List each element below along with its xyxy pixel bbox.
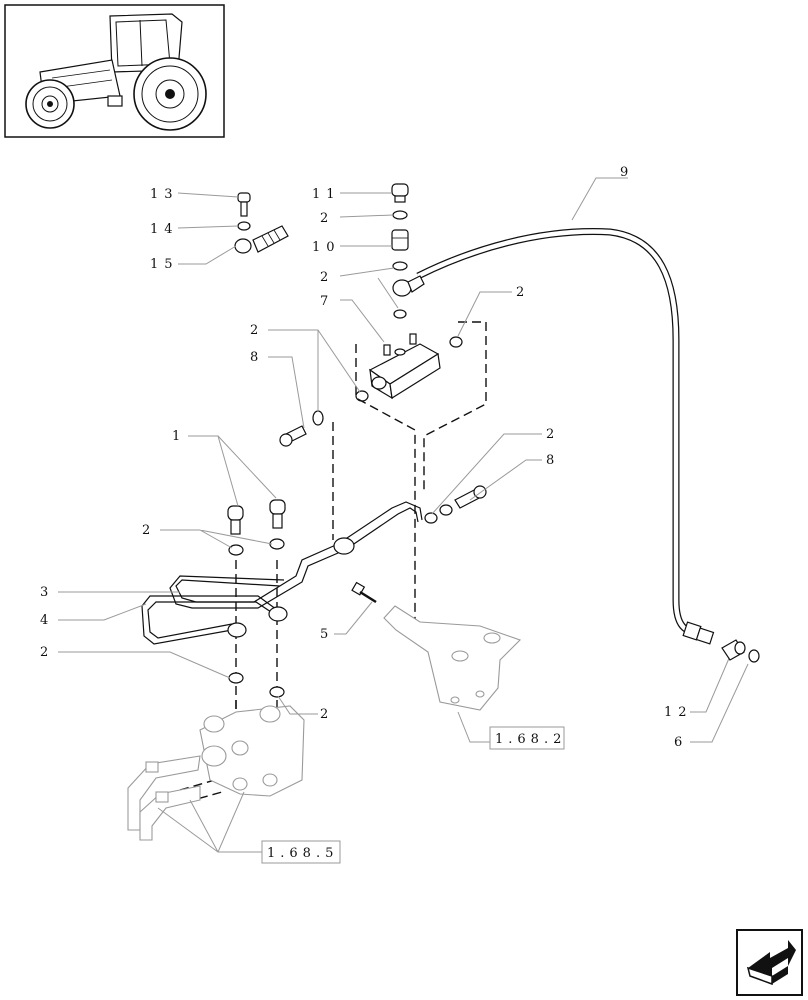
callout-8: 8 bbox=[250, 350, 264, 365]
reference-box-1682[interactable]: 1.68.2 bbox=[489, 726, 566, 750]
washer-2-p2 bbox=[269, 538, 285, 550]
callout-2: 2 bbox=[142, 523, 156, 538]
callout-10: 10 bbox=[312, 240, 341, 255]
callout-3: 3 bbox=[40, 585, 54, 600]
adapter-10 bbox=[391, 229, 409, 251]
callout-2: 2 bbox=[320, 707, 334, 722]
washer-2-p4 bbox=[269, 686, 285, 698]
callout-9: 9 bbox=[620, 165, 634, 180]
callout-2: 2 bbox=[546, 427, 560, 442]
callout-7: 7 bbox=[320, 294, 334, 309]
washer-2-p3 bbox=[228, 672, 244, 684]
washer-2-r1 bbox=[439, 504, 453, 516]
callout-2: 2 bbox=[250, 323, 264, 338]
leader-lines bbox=[58, 177, 749, 853]
hose-9 bbox=[416, 228, 715, 645]
nipple-12 bbox=[721, 639, 746, 661]
callout-6: 6 bbox=[674, 735, 688, 750]
union-15 bbox=[234, 225, 289, 254]
callout-12: 12 bbox=[664, 705, 693, 720]
callout-13: 13 bbox=[150, 187, 179, 202]
callout-15: 15 bbox=[150, 257, 179, 272]
bolt-1-right bbox=[269, 499, 286, 529]
callout-1: 1 bbox=[172, 429, 186, 444]
control-valve-ghost bbox=[127, 705, 305, 841]
washer-2-low bbox=[393, 309, 407, 319]
washer-2-p1 bbox=[228, 544, 244, 556]
reference-box-1685[interactable]: 1.68.5 bbox=[261, 840, 341, 864]
callout-2: 2 bbox=[320, 270, 334, 285]
bolt-8-left bbox=[279, 425, 307, 447]
callout-8: 8 bbox=[546, 453, 560, 468]
alignment-line bbox=[423, 321, 487, 490]
bolt-8-right bbox=[454, 485, 487, 509]
bolt-5 bbox=[351, 581, 377, 604]
bolt-1-left bbox=[227, 505, 244, 535]
tractor-thumbnail-icon bbox=[4, 4, 225, 138]
callout-2: 2 bbox=[516, 285, 530, 300]
next-page-arrow-icon[interactable] bbox=[736, 929, 803, 996]
washer-2-top bbox=[392, 210, 408, 220]
washer-2-r2 bbox=[424, 512, 438, 524]
pipe-3 bbox=[169, 501, 423, 609]
reference-label: 1.68.2 bbox=[495, 732, 566, 747]
washer-14 bbox=[237, 221, 251, 231]
bracket-ghost bbox=[383, 605, 522, 711]
washer-2-right bbox=[449, 336, 463, 348]
washer-6 bbox=[748, 649, 760, 663]
callout-2: 2 bbox=[40, 645, 54, 660]
alignment-line bbox=[355, 344, 416, 620]
reference-label: 1.68.5 bbox=[267, 846, 338, 861]
valve-block bbox=[368, 333, 441, 400]
callout-14: 14 bbox=[150, 222, 179, 237]
callout-5: 5 bbox=[320, 627, 334, 642]
bolt-13 bbox=[237, 192, 251, 217]
washer-2-mid bbox=[392, 261, 408, 271]
callout-11: 11 bbox=[312, 187, 341, 202]
banjo-fitting-7 bbox=[392, 275, 425, 297]
banjo-bolt-11 bbox=[391, 183, 409, 203]
callout-4: 4 bbox=[40, 613, 54, 628]
callout-2: 2 bbox=[320, 211, 334, 226]
washer-2-bolt8 bbox=[312, 410, 324, 426]
pipe-4 bbox=[141, 595, 288, 645]
